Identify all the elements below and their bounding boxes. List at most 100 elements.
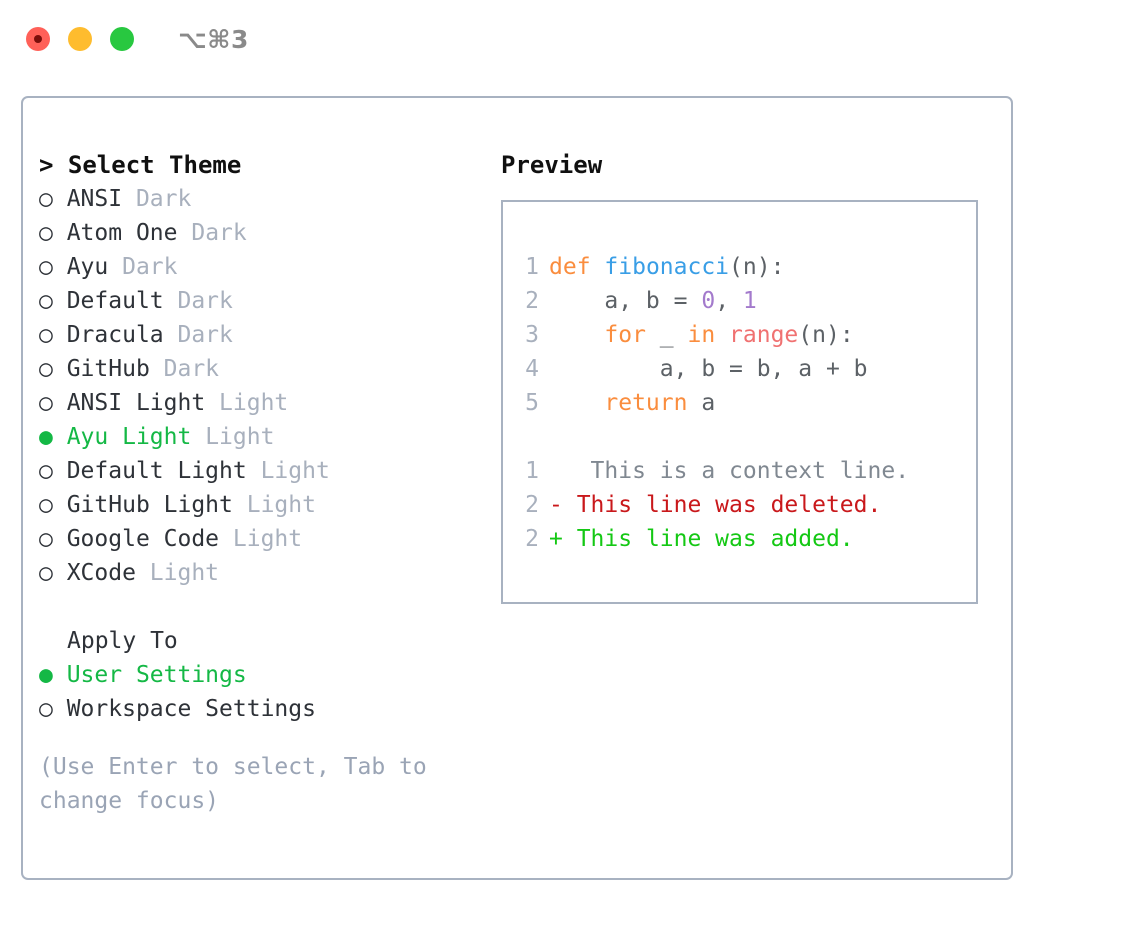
line-number: 2 (525, 526, 539, 552)
theme-variant-badge: Light (246, 492, 316, 518)
line-number: 1 (525, 458, 539, 484)
theme-list: ○ ANSI Dark○ Atom One Dark○ Ayu Dark○ De… (39, 182, 479, 590)
theme-option-label: Default (52, 288, 178, 314)
theme-option-github[interactable]: ○ GitHub Dark (39, 352, 479, 386)
theme-option-label: XCode (52, 560, 150, 586)
code-token (591, 254, 605, 280)
theme-option-label: Atom One (52, 220, 192, 246)
code-token: range (729, 322, 799, 348)
keyboard-hint: (Use Enter to select, Tab to change focu… (39, 754, 427, 814)
radio-unselected-icon: ○ (39, 526, 53, 552)
apply-to-option-workspace-settings[interactable]: ○ Workspace Settings (39, 692, 479, 726)
content-panel: > Select Theme ○ ANSI Dark○ Atom One Dar… (21, 96, 1013, 880)
theme-variant-badge: Dark (177, 288, 233, 314)
code-token: return (604, 390, 688, 416)
diff-text: This is a context line. (562, 458, 910, 484)
apply-to-label: Apply To (67, 628, 178, 654)
code-token: a, b = (549, 288, 702, 314)
minimize-button[interactable] (68, 27, 92, 51)
radio-unselected-icon: ○ (39, 458, 53, 484)
theme-option-label: Ayu (52, 254, 123, 280)
diff-text: This line was deleted. (562, 492, 882, 518)
close-button[interactable] (26, 27, 50, 51)
code-line: 2 a, b = 0, 1 (517, 284, 909, 318)
code-line: 3 for _ in range(n): (517, 318, 909, 352)
line-number: 5 (525, 390, 539, 416)
radio-unselected-icon: ○ (39, 696, 53, 722)
radio-unselected-icon: ○ (39, 254, 53, 280)
radio-unselected-icon: ○ (39, 492, 53, 518)
diff-line-add: 2+ This line was added. (517, 522, 909, 556)
maximize-button[interactable] (110, 27, 134, 51)
theme-option-label: ANSI Light (52, 390, 220, 416)
apply-to-option-user-settings[interactable]: ● User Settings (39, 658, 479, 692)
theme-option-label: Ayu Light (52, 424, 206, 450)
theme-option-atom-one[interactable]: ○ Atom One Dark (39, 216, 479, 250)
diff-line-ctx: 1 This is a context line. (517, 454, 909, 488)
keyboard-shortcut-label: ⌥⌘3 (178, 24, 249, 54)
theme-option-label: ANSI (52, 186, 136, 212)
radio-unselected-icon: ○ (39, 288, 53, 314)
theme-option-google-code[interactable]: ○ Google Code Light (39, 522, 479, 556)
diff-text: This line was added. (562, 526, 854, 552)
code-token: for (604, 322, 646, 348)
radio-unselected-icon: ○ (39, 560, 53, 586)
code-token: 0 (701, 288, 716, 314)
theme-option-xcode[interactable]: ○ XCode Light (39, 556, 479, 590)
line-number: 3 (525, 322, 539, 348)
theme-option-ansi-light[interactable]: ○ ANSI Light Light (39, 386, 479, 420)
apply-to-list: ● User Settings○ Workspace Settings (39, 658, 479, 726)
theme-variant-badge: Light (260, 458, 330, 484)
theme-option-ansi[interactable]: ○ ANSI Dark (39, 182, 479, 216)
theme-option-label: Google Code (52, 526, 233, 552)
theme-picker-column: > Select Theme ○ ANSI Dark○ Atom One Dar… (39, 148, 479, 818)
radio-unselected-icon: ○ (39, 220, 53, 246)
diff-marker: - (549, 492, 563, 518)
code-token: in (687, 322, 716, 348)
radio-unselected-icon: ○ (39, 322, 53, 348)
theme-option-ayu-light[interactable]: ● Ayu Light Light (39, 420, 479, 454)
code-token: _ (645, 322, 688, 348)
theme-option-label: GitHub (52, 356, 164, 382)
theme-variant-badge: Dark (122, 254, 178, 280)
code-token: 1 (742, 288, 757, 314)
line-number: 4 (525, 356, 539, 382)
theme-variant-badge: Light (232, 526, 303, 552)
code-token: def (549, 254, 591, 280)
theme-option-github-light[interactable]: ○ GitHub Light Light (39, 488, 479, 522)
title-bar: ⌥⌘3 (0, 0, 1140, 78)
code-token (549, 322, 604, 348)
theme-option-default[interactable]: ○ Default Dark (39, 284, 479, 318)
code-token (715, 322, 729, 348)
traffic-light-group (26, 27, 134, 51)
theme-variant-badge: Dark (135, 186, 192, 212)
page-title: > Select Theme (39, 151, 242, 179)
code-token: , (715, 288, 743, 314)
theme-variant-badge: Light (205, 424, 275, 450)
theme-option-label: Dracula (52, 322, 178, 348)
code-spacer (517, 420, 909, 454)
theme-variant-badge: Light (149, 560, 220, 586)
apply-to-option-label: Workspace Settings (52, 696, 316, 722)
apply-to-option-label: User Settings (52, 662, 247, 688)
code-token: (n): (798, 322, 854, 348)
theme-variant-badge: Dark (163, 356, 220, 382)
theme-option-dracula[interactable]: ○ Dracula Dark (39, 318, 479, 352)
theme-option-default-light[interactable]: ○ Default Light Light (39, 454, 479, 488)
line-number: 2 (525, 492, 539, 518)
code-line: 4 a, b = b, a + b (517, 352, 909, 386)
preview-title: Preview (501, 151, 603, 179)
code-token: (n): (729, 254, 785, 280)
radio-selected-icon: ● (39, 662, 53, 688)
theme-option-ayu[interactable]: ○ Ayu Dark (39, 250, 479, 284)
line-number: 1 (525, 254, 539, 280)
radio-selected-icon: ● (39, 424, 53, 450)
theme-variant-badge: Dark (177, 322, 233, 348)
theme-variant-badge: Light (219, 390, 289, 416)
diff-marker (549, 458, 563, 484)
code-token: a, b = b, a + b (549, 356, 868, 382)
